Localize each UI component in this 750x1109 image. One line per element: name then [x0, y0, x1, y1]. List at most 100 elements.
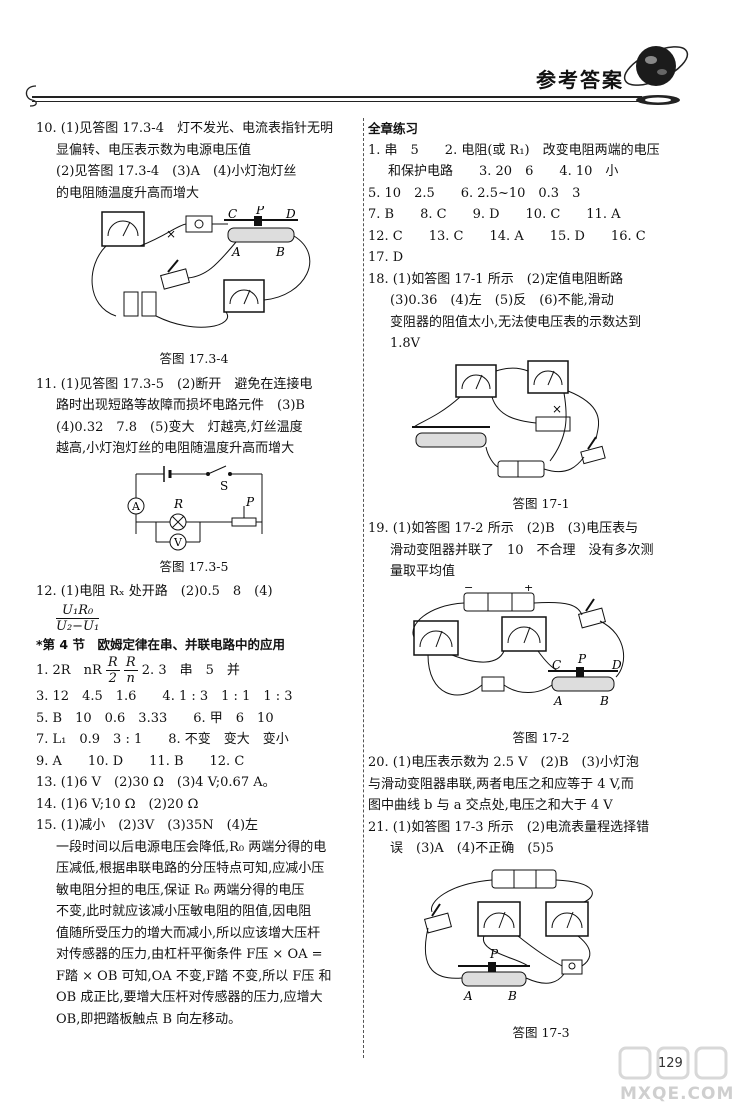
q21-line1: 21. (1)如答图 17-3 所示 (2)电流表量程选择错 [368, 819, 650, 835]
ex-line-5: 12. C 13. C 14. A 15. D 16. C [368, 228, 646, 244]
fig1735-label-r: R [173, 497, 183, 511]
s4-q1-fraction-2: R n [123, 655, 138, 686]
q19-line1: 19. (1)如答图 17-2 所示 (2)B (3)电压表与 [368, 521, 639, 536]
decorative-hook-icon [25, 85, 37, 107]
ex-line-4: 7. B 8. C 9. D 10. C 11. A [368, 207, 621, 222]
q12-fraction-line: U₁R₀ U₂−U₁ [36, 603, 352, 634]
q11-line3: (4)0.32 7.8 (5)变大 灯越亮,灯丝温度 [56, 419, 303, 435]
q12-text: 12. (1)电阻 Rₓ 处开路 (2)0.5 8 (4) [36, 584, 273, 599]
q10-line3: (2)见答图 17.3-4 (3)A (4)小灯泡灯丝 [56, 164, 297, 179]
q20-line3: 图中曲线 b 与 a 交点处,电压之和大于 4 V [368, 798, 613, 813]
s4-row-7: 7. L₁ 0.9 3 : 1 8. 不变 变大 变小 [36, 732, 289, 747]
fig1734-label-p: P [255, 206, 265, 217]
fig1734-label-c: C [228, 207, 237, 221]
q19-line2: 滑动变阻器并联了 10 不合理 没有多次测 [390, 542, 654, 558]
svg-text:×: × [166, 227, 176, 241]
q11-line2: 路时出现短路等故障而损坏电路元件 (3)B [56, 398, 305, 413]
fig172-label-a: A [553, 694, 563, 708]
fig1735-label-v: V [173, 536, 183, 549]
q19-line3: 量取平均值 [390, 564, 456, 579]
s4-q1-fraction-1: R 2 [105, 655, 120, 686]
q11-line1: 11. (1)见答图 17.3-5 (2)断开 避免在连接电 [36, 376, 313, 392]
section-4-heading: *第 4 节 欧姆定律在串、并联电路中的应用 [36, 636, 285, 652]
ex-line-9: 变阻器的阻值太小,无法使电压表的示数达到 [390, 314, 642, 330]
q15-line4: 敏电阻分担的电压,保证 R₀ 两端分得的电压 [56, 882, 305, 898]
q12-fraction: U₁R₀ U₂−U₁ [56, 603, 100, 634]
globe-logo-icon [623, 46, 689, 105]
svg-text:+: + [524, 585, 533, 594]
ex-line-6: 17. D [368, 250, 404, 265]
ex-line-7: 18. (1)如答图 17-1 所示 (2)定值电阻断路 [368, 271, 624, 287]
q15-line8: F踏 × OB 可知,OA 不变,F踏 不变,所以 F压 和 [56, 968, 332, 984]
watermark-logo-icon [618, 1046, 728, 1080]
figure-17-3-5: S A R P V [127, 465, 263, 550]
svg-text:−: − [464, 585, 473, 594]
q20-line2: 与滑动变阻器串联,两者电压之和应等于 4 V,而 [368, 776, 634, 792]
s4-q1-f1-denominator: 2 [108, 671, 117, 686]
fig173-label-b: B [507, 989, 517, 1003]
figure-17-3: P A B [423, 869, 593, 1003]
q10-line1: 10. (1)见答图 17.3-4 灯不发光、电流表指针无明 [36, 121, 333, 136]
ex-line-1: 1. 串 5 2. 电阻(或 R₁) 改变电阻两端的电压 [368, 142, 660, 158]
q15-line9: OB 成正比,要增大压杆对传感器的压力,应增大 [56, 990, 323, 1005]
q10-line2: 显偏转、电压表示数为电源电压值 [56, 142, 252, 158]
figure-17-3-caption: 答图 17-3 [512, 1024, 570, 1040]
fig172-label-d: D [611, 658, 622, 672]
page-header: 参考答案 [0, 0, 750, 110]
figure-17-3-4-caption: 答图 17.3-4 [159, 351, 229, 366]
watermark-text: MXQE.COM [620, 1084, 735, 1104]
s4-q1-f2-numerator: R [123, 655, 138, 671]
q12-fraction-numerator: U₁R₀ [56, 603, 100, 619]
fig173-label-p: P [489, 947, 499, 961]
s4-q1-prefix: 1. 2R nR [36, 663, 102, 678]
q15-line7: 对传感器的压力,由杠杆平衡条件 F压 × OA = [56, 947, 323, 962]
q15-line6: 值随所受压力的增大而减小,所以应该增大压杆 [56, 925, 321, 941]
fig1734-label-d: D [285, 207, 296, 221]
q11-line4: 越高,小灯泡灯丝的电阻随温度升高而增大 [56, 441, 295, 456]
q20-line1: 20. (1)电压表示数为 2.5 V (2)B (3)小灯泡 [368, 755, 639, 770]
fig1734-label-a: A [231, 245, 241, 259]
fig172-label-c: C [552, 658, 561, 672]
ex-line-10: 1.8V [390, 336, 421, 351]
ex-line-2: 和保护电路 3. 20 6 4. 10 小 [388, 164, 619, 179]
q21-line2: 误 (3)A (4)不正确 (5)5 [390, 841, 554, 856]
fig173-label-a: A [463, 989, 473, 1003]
s4-q1-line: 1. 2R nR R 2 R n 2. 3 串 5 并 [36, 655, 352, 686]
ex-line-8: (3)0.36 (4)左 (5)反 (6)不能,滑动 [390, 293, 614, 308]
header-title: 参考答案 [536, 68, 624, 92]
fig1735-label-p: P [245, 495, 255, 509]
q12-line: 12. (1)电阻 Rₓ 处开路 (2)0.5 8 (4) [36, 581, 352, 603]
header-rule [32, 96, 642, 98]
fig1735-label-a: A [131, 500, 141, 513]
q15-line10: OB,即把踏板触点 B 向左移动。 [56, 1011, 242, 1027]
fig1734-label-b: B [275, 245, 285, 259]
q15-line5: 不变,此时就应该减小压敏电阻的阻值,因电阻 [56, 904, 312, 919]
right-column: 全章练习 1. 串 5 2. 电阻(或 R₁) 改变电阻两端的电压 和保护电路 … [368, 118, 714, 1047]
figure-17-3-5-caption: 答图 17.3-5 [159, 558, 229, 574]
s4-row-9: 9. A 10. D 11. B 12. C [36, 753, 245, 769]
figure-17-2: − + C P D A B [412, 585, 624, 708]
s4-q1-f1-numerator: R [105, 655, 120, 671]
column-divider [363, 118, 364, 1058]
figure-17-3-4: C P D A B × [91, 206, 311, 328]
q15-line2: 一段时间以后电源电压会降低,R₀ 两端分得的电 [56, 839, 327, 855]
fig172-label-p: P [577, 652, 587, 666]
q10-line4: 的电阻随温度升高而增大 [56, 185, 200, 201]
q15-line1: 15. (1)减小 (2)3V (3)35N (4)左 [36, 818, 259, 833]
q12-fraction-denominator: U₂−U₁ [56, 618, 100, 634]
figure-17-1: × [412, 359, 606, 477]
s4-row-5: 5. B 10 0.6 3.33 6. 甲 6 10 [36, 710, 274, 726]
page-number: 129 [658, 1056, 683, 1071]
svg-text:×: × [552, 402, 562, 416]
left-column: 10. (1)见答图 17.3-4 灯不发光、电流表指针无明 显偏转、电压表示数… [36, 118, 352, 1030]
s4-row-13: 13. (1)6 V (2)30 Ω (3)4 V;0.67 A。 [36, 775, 276, 790]
s4-q1-f2-denominator: n [126, 671, 135, 686]
s4-row-3: 3. 12 4.5 1.6 4. 1 : 3 1 : 1 1 : 3 [36, 689, 293, 704]
fig172-label-b: B [599, 694, 609, 708]
s4-row-14: 14. (1)6 V;10 Ω (2)20 Ω [36, 796, 199, 812]
fig1735-label-s: S [220, 479, 228, 493]
header-rule-thin [32, 101, 642, 102]
chapter-exercise-heading: 全章练习 [368, 121, 419, 136]
ex-line-3: 5. 10 2.5 6. 2.5~10 0.3 3 [368, 185, 581, 201]
figure-17-2-caption: 答图 17-2 [512, 729, 570, 745]
